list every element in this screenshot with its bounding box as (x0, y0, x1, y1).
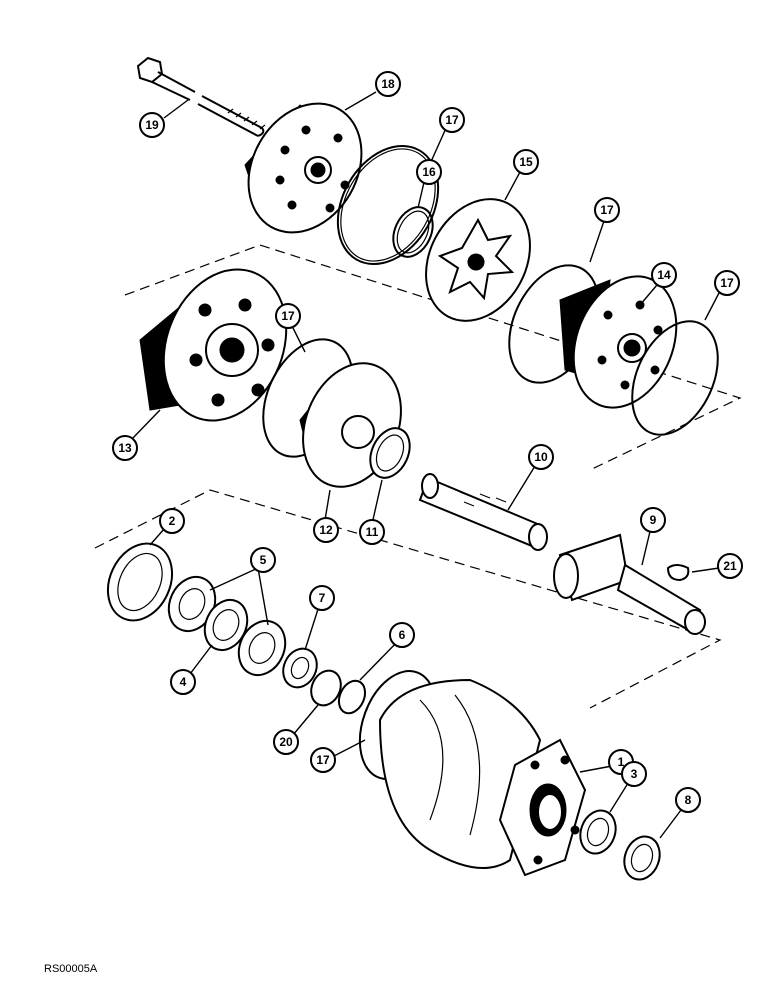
svg-text:16: 16 (422, 165, 436, 179)
svg-text:15: 15 (519, 155, 533, 169)
svg-text:20: 20 (279, 735, 293, 749)
svg-text:12: 12 (319, 523, 333, 537)
svg-text:17: 17 (600, 203, 614, 217)
dashed-group-outline-lower (94, 489, 722, 709)
reference-code: RS00005A (44, 963, 98, 975)
svg-text:7: 7 (319, 591, 326, 605)
callout-19: 19 (139, 112, 165, 138)
callout-13: 13 (112, 435, 138, 461)
svg-text:10: 10 (534, 450, 548, 464)
svg-text:18: 18 (381, 77, 395, 91)
plate-part-12 (299, 362, 402, 488)
svg-text:3: 3 (631, 767, 638, 781)
svg-text:14: 14 (657, 268, 671, 282)
svg-text:17: 17 (720, 276, 734, 290)
callout-17-c: 17 (714, 270, 740, 296)
svg-text:2: 2 (169, 514, 176, 528)
o-ring-part-17-a (336, 144, 440, 266)
rotor-housing-part-13 (139, 268, 288, 422)
svg-text:6: 6 (399, 628, 406, 642)
plate-part-15 (425, 198, 531, 322)
callout-17-e: 17 (310, 747, 336, 773)
callout-11: 11 (359, 519, 385, 545)
callout-8: 8 (675, 787, 701, 813)
drive-shaft-part-10 (418, 473, 548, 551)
svg-text:17: 17 (316, 753, 330, 767)
callout-17-d: 17 (275, 303, 301, 329)
callout-2: 2 (159, 508, 185, 534)
svg-text:17: 17 (445, 113, 459, 127)
callout-15: 15 (513, 149, 539, 175)
svg-text:8: 8 (685, 793, 692, 807)
svg-text:21: 21 (723, 559, 737, 573)
washer-part-5-b (237, 619, 287, 677)
callout-18: 18 (375, 71, 401, 97)
seal-part-8 (623, 835, 661, 881)
callout-10: 10 (528, 444, 554, 470)
callout-6: 6 (389, 622, 415, 648)
bearing-part-3 (579, 809, 617, 855)
key-part-21 (666, 564, 690, 582)
svg-text:1: 1 (618, 755, 625, 769)
o-ring-part-17-c (631, 320, 719, 436)
callout-17-b: 17 (594, 197, 620, 223)
svg-text:17: 17 (281, 309, 295, 323)
callout-21: 21 (717, 553, 743, 579)
callout-12: 12 (313, 517, 339, 543)
callout-3: 3 (621, 761, 647, 787)
seal-ring-part-16 (392, 206, 434, 258)
callout-4: 4 (170, 669, 196, 695)
svg-text:19: 19 (145, 118, 159, 132)
output-shaft-part-9 (553, 533, 706, 635)
callout-5: 5 (250, 547, 276, 573)
svg-text:13: 13 (118, 441, 132, 455)
svg-text:9: 9 (650, 513, 657, 527)
svg-text:5: 5 (260, 553, 267, 567)
callout-17-a: 17 (439, 107, 465, 133)
callout-9: 9 (640, 507, 666, 533)
end-cover-part-18 (244, 102, 363, 234)
motor-housing-part-1 (378, 678, 587, 877)
svg-text:4: 4 (180, 675, 187, 689)
washer-part-7 (282, 647, 318, 689)
thrust-bearing-part-11 (369, 427, 411, 479)
o-ring-part-6 (337, 679, 367, 715)
svg-text:11: 11 (366, 525, 379, 539)
callout-14: 14 (651, 262, 677, 288)
manifold-part-14 (559, 275, 678, 409)
seal-part-2 (106, 542, 174, 622)
dashed-group-outline-upper (124, 244, 742, 471)
bolt-part-19 (136, 56, 266, 137)
ring-part-20 (310, 669, 342, 707)
callout-20: 20 (273, 729, 299, 755)
callout-16: 16 (416, 159, 442, 185)
callout-7: 7 (309, 585, 335, 611)
